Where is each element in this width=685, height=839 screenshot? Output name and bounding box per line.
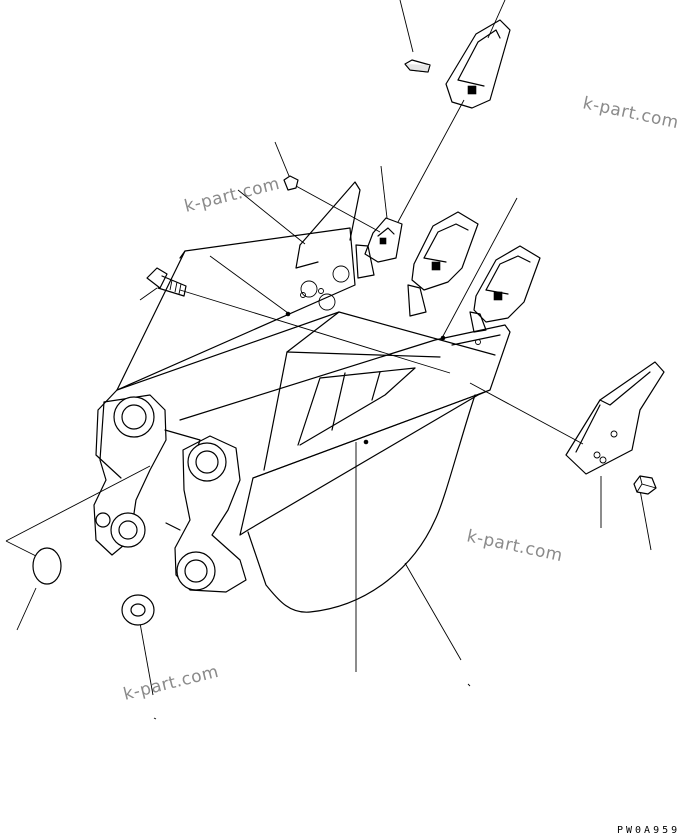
link-bracket-right: [165, 435, 247, 593]
leader-lines: [5, 0, 652, 720]
exploded-pin-small: [283, 175, 299, 191]
tooth-3: [473, 245, 541, 323]
side-cutter: [565, 361, 665, 475]
tooth-2: [411, 211, 479, 291]
bucket-body: [95, 181, 511, 613]
watermark-top-left: k-part.com: [182, 174, 282, 217]
tooth-1: [364, 217, 403, 263]
dust-seal: [32, 547, 62, 585]
drawing-code: PW0A959: [617, 825, 680, 836]
nut: [633, 475, 657, 495]
exploded-pin-top: [404, 59, 431, 73]
bolt: [146, 267, 187, 297]
adapter-shanks: [355, 244, 487, 333]
link-bracket-left: [93, 394, 201, 556]
exploded-tooth: [445, 19, 511, 109]
watermark-top-right: k-part.com: [581, 93, 681, 133]
shim-washer: [121, 594, 155, 626]
watermark-bottom-left: k-part.com: [121, 662, 221, 705]
watermark-middle-right: k-part.com: [465, 526, 565, 566]
